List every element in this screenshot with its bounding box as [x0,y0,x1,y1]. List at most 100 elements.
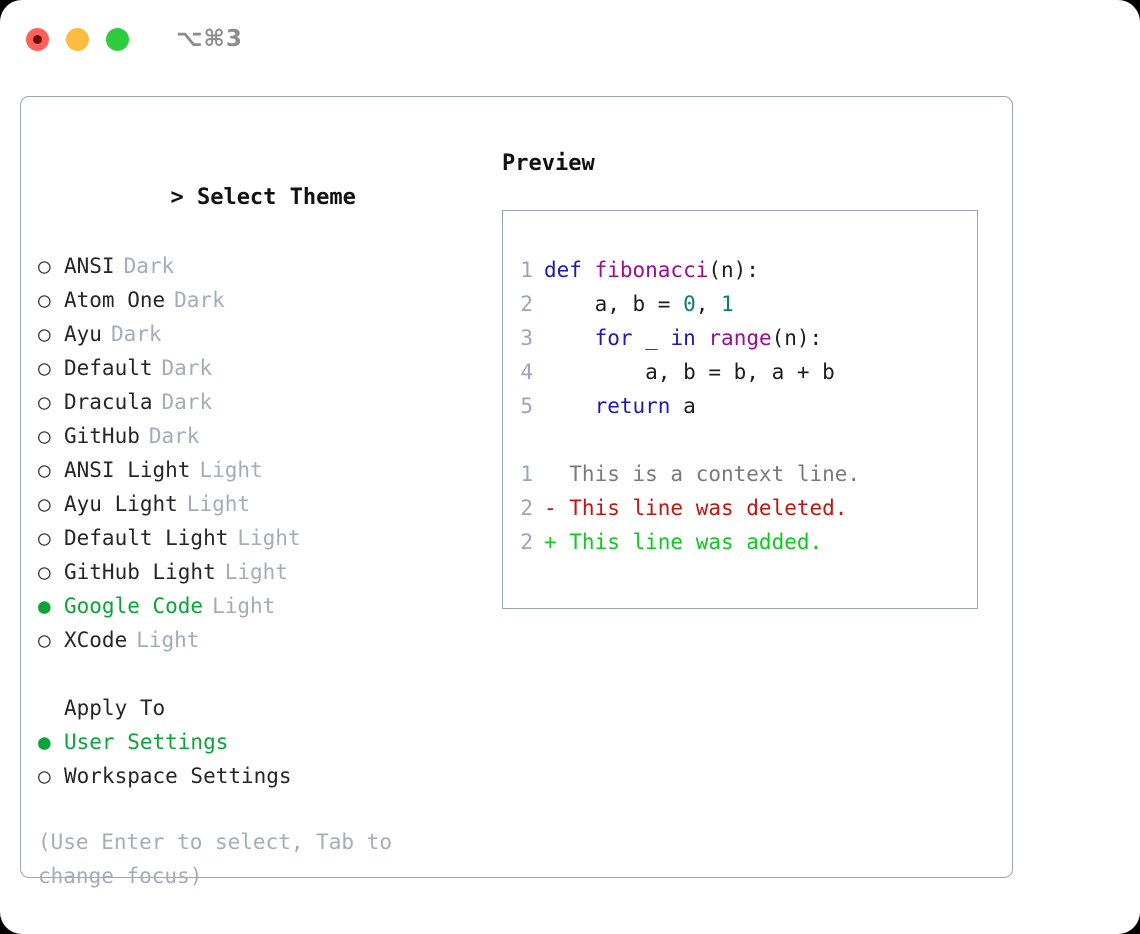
theme-option-label: Default [64,356,153,380]
list-spacer [38,657,498,691]
theme-option-label: Ayu Light [64,492,178,516]
radio-selected-icon: ● [38,594,51,618]
window-controls [26,27,129,51]
radio-unselected-icon: ○ [38,560,51,584]
code-token-pl: (n): [708,258,759,282]
apply-to-option-label: Workspace Settings [64,764,292,788]
code-line-4: 4 a, b = b, a + b [519,355,969,389]
theme-option-7[interactable]: ○ Ayu Light Light [38,487,498,521]
code-line-5: 5 return a [519,389,969,423]
diff-text: + This line was added. [544,530,823,554]
theme-option-3[interactable]: ○ Default Dark [38,351,498,385]
code-token-pl [544,394,595,418]
code-token-pl: (n): [771,326,823,350]
diff-text: This is a context line. [544,462,861,486]
code-token-pl: _ [632,326,671,350]
theme-option-label: ANSI [64,254,115,278]
code-token-num: 0 [683,292,696,316]
theme-variant-tag: Light [136,628,200,652]
theme-variant-tag: Dark [123,254,175,278]
theme-option-5[interactable]: ○ GitHub Dark [38,419,498,453]
theme-option-4[interactable]: ○ Dracula Dark [38,385,498,419]
code-line-1: 1 def fibonacci(n): [519,253,969,287]
code-token-fn: range [708,326,772,350]
theme-variant-tag: Light [186,492,251,516]
close-button[interactable] [26,27,49,51]
line-number: 4 [520,360,533,384]
code-token-pl [696,326,709,350]
theme-option-label: GitHub Light [64,560,216,584]
theme-variant-tag: Dark [161,356,213,380]
radio-unselected-icon: ○ [38,322,51,346]
apply-to-option-label: User Settings [64,730,229,754]
theme-variant-tag: Light [212,594,276,618]
theme-option-9[interactable]: ○ GitHub Light Light [38,555,498,589]
radio-unselected-icon: ○ [38,458,51,482]
radio-unselected-icon: ○ [38,764,51,788]
radio-selected-icon: ● [38,730,51,754]
apply-to-option-1[interactable]: ○ Workspace Settings [38,759,498,793]
line-number: 2 [520,292,533,316]
diff-line-0: 1 This is a context line. [519,457,969,491]
apply-to-option-0[interactable]: ● User Settings [38,725,498,759]
zoom-button[interactable] [106,27,129,51]
diff-line-1: 2 - This line was deleted. [519,491,969,525]
prompt-marker: > [170,185,184,210]
line-number: 2 [520,496,533,520]
code-token-pl: a [670,394,696,418]
radio-unselected-icon: ○ [38,628,51,652]
theme-variant-tag: Light [237,526,301,550]
theme-option-label: Dracula [64,390,153,414]
radio-unselected-icon: ○ [38,390,51,414]
code-token-pl [544,326,595,350]
code-line-2: 2 a, b = 0, 1 [519,287,969,321]
theme-option-label: ANSI Light [64,458,191,482]
title-bar: ⌥⌘3 [0,0,1140,78]
line-number: 2 [520,530,533,554]
code-line-3: 3 for _ in range(n): [519,321,969,355]
theme-variant-tag: Light [224,560,288,584]
line-number: 1 [520,258,533,282]
theme-variant-tag: Light [199,458,263,482]
apply-to-option-list: ● User Settings ○ Workspace Settings [38,725,498,793]
diff-sample-lines: 1 This is a context line. 2 - This line wa… [519,457,969,559]
code-token-k: in [670,326,696,350]
theme-option-label: Default Light [64,526,229,550]
keyboard-hint-text: (Use Enter to select, Tab to change focu… [38,830,393,888]
radio-unselected-icon: ○ [38,288,51,312]
code-token-fn: fibonacci [594,258,709,282]
theme-option-6[interactable]: ○ ANSI Light Light [38,453,498,487]
code-token-k: return [594,394,671,418]
radio-unselected-icon: ○ [38,492,51,516]
theme-option-label: Ayu [64,322,102,346]
theme-variant-tag: Dark [148,424,200,448]
preview-heading: Preview [502,151,595,176]
theme-option-label: Atom One [64,288,166,312]
line-number: 1 [520,462,533,486]
theme-option-10[interactable]: ● Google Code Light [38,589,498,623]
code-token-k: def [544,258,595,282]
radio-unselected-icon: ○ [38,356,51,380]
code-blank-line [519,423,969,457]
radio-unselected-icon: ○ [38,424,51,448]
diff-text: - This line was deleted. [544,496,848,520]
minimize-button[interactable] [66,27,89,51]
theme-option-label: Google Code [64,594,204,618]
theme-variant-tag: Dark [161,390,213,414]
theme-option-label: GitHub [64,424,140,448]
line-number: 5 [520,394,533,418]
select-theme-heading: > Select Theme [38,147,498,249]
keyboard-shortcut-label: ⌥⌘3 [176,26,243,52]
diff-line-2: 2 + This line was added. [519,525,969,559]
